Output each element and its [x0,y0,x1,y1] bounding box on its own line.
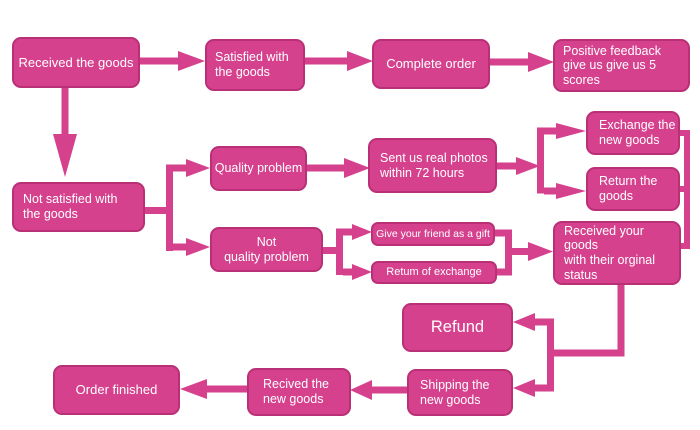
node-give-your-friend-as-a-gift: Give your friend as a gift [371,222,495,246]
node-received-your-goods-original-status: Received your goods with their orginal s… [553,221,681,285]
node-quality-problem: Quality problem [210,146,307,191]
edge-quality-to-photos [307,158,370,178]
node-not-satisfied-with-the-goods: Not satisfied with the goods [12,182,145,232]
edge-received-to-not-satisfied [53,88,77,177]
edge-shipping-to-recived [350,380,407,400]
edge-merge-to-received-your-goods [495,229,553,276]
node-complete-order: Complete order [372,39,490,89]
edge-satisfied-to-complete [305,51,373,71]
node-shipping-the-new-goods: Shipping the new goods [407,369,513,416]
node-exchange-the-new-goods: Exchange the new goods [586,111,680,155]
edge-received-your-goods-down [513,285,625,397]
node-refund: Refund [402,303,513,352]
node-positive-feedback: Positive feedback give us give us 5 scor… [553,39,690,92]
node-recived-the-new-goods: Recived the new goods [247,368,351,416]
edge-complete-to-feedback [490,52,554,72]
node-order-finished: Order finished [53,365,180,415]
node-return-of-exchange: Retum of exchange [371,261,497,284]
node-not-quality-problem: Not quality problem [210,227,323,272]
edge-photos-branch [497,123,586,199]
node-satisfied-with-the-goods: Satisfied with the goods [205,39,305,91]
edge-right-rail [678,130,690,249]
node-sent-us-real-photos: Sent us real photos within 72 hours [368,138,497,193]
edge-received-to-satisfied [140,51,205,71]
edge-not-quality-branch [323,224,372,280]
node-received-the-goods: Received the goods [12,37,140,88]
edge-not-satisfied-branch [145,159,210,256]
edge-recived-to-finished [180,379,248,399]
node-return-the-goods: Return the goods [586,167,680,211]
